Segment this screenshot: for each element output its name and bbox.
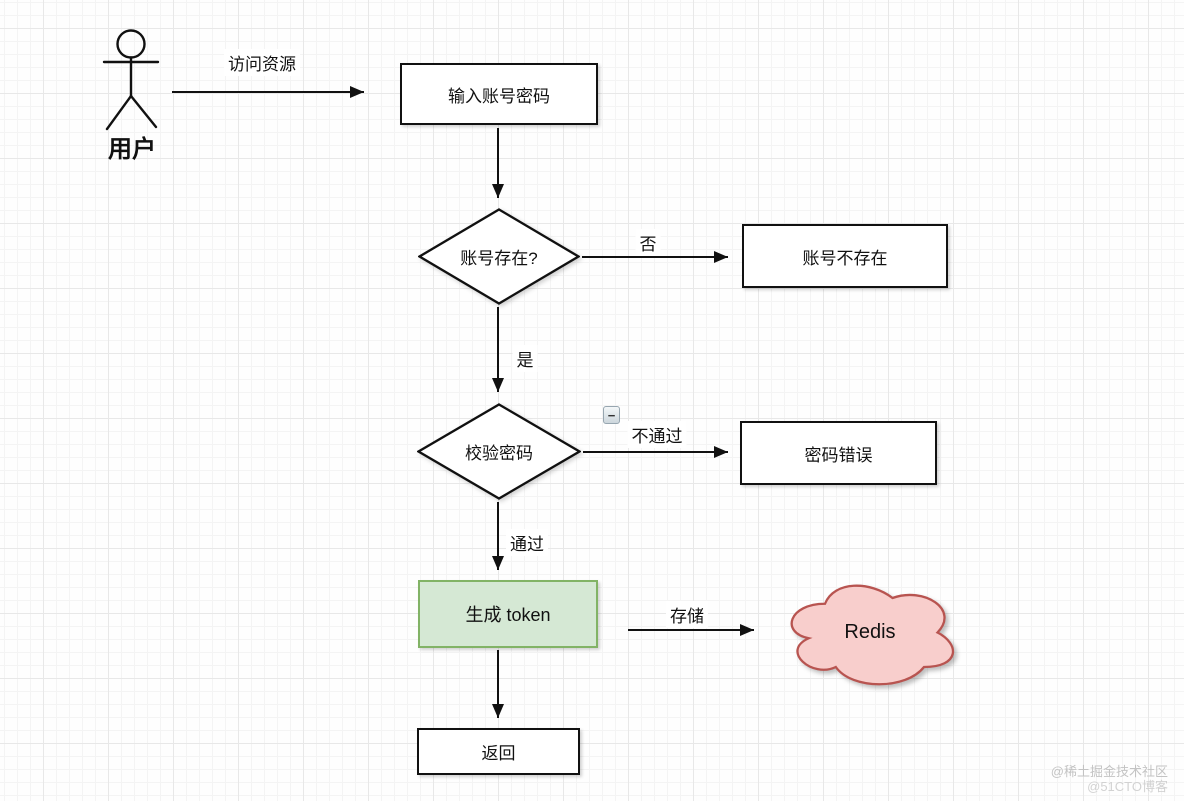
node-return: 返回 xyxy=(417,728,580,775)
edge-label-store: 存储 xyxy=(666,601,708,628)
node-account-exists-decision: 账号存在? xyxy=(418,208,580,305)
edge-label-no: 否 xyxy=(635,229,661,256)
account-exists-diamond-shape xyxy=(418,208,580,305)
edge-label-pass: 通过 xyxy=(506,529,548,556)
node-verify-password-decision: 校验密码 xyxy=(417,403,581,500)
node-account-not-exist: 账号不存在 xyxy=(742,224,948,288)
watermark-line2: @51CTO博客 xyxy=(1087,779,1168,794)
node-redis-label: Redis xyxy=(844,621,896,643)
node-account-not-exist-label: 账号不存在 xyxy=(802,248,888,268)
node-input-credentials-label: 输入账号密码 xyxy=(448,86,550,106)
actor-left-leg xyxy=(105,94,133,131)
node-return-label: 返回 xyxy=(481,744,516,763)
node-input-credentials: 输入账号密码 xyxy=(400,63,598,125)
user-actor-figure xyxy=(102,29,160,131)
actor-right-leg xyxy=(129,94,158,129)
node-account-exists-label: 账号存在? xyxy=(460,249,538,268)
edge-label-yes: 是 xyxy=(512,345,538,372)
actor-head xyxy=(116,29,146,59)
verify-password-diamond-shape xyxy=(417,403,581,500)
actor-label: 用户 xyxy=(108,136,156,163)
watermark-line1: @稀土掘金技术社区 xyxy=(1050,764,1168,779)
collapse-minus-icon[interactable]: − xyxy=(603,406,620,424)
node-password-error: 密码错误 xyxy=(740,421,937,485)
watermark: @稀土掘金技术社区 @51CTO博客 xyxy=(1051,764,1168,794)
node-generate-token-label: 生成 token xyxy=(465,605,551,625)
node-password-error-label: 密码错误 xyxy=(804,445,873,465)
edge-label-access-resource: 访问资源 xyxy=(224,49,300,76)
edge-label-fail: 不通过 xyxy=(627,421,687,448)
node-generate-token: 生成 token xyxy=(418,580,598,648)
collapse-minus-glyph: − xyxy=(607,407,616,423)
node-verify-password-label: 校验密码 xyxy=(465,444,533,463)
